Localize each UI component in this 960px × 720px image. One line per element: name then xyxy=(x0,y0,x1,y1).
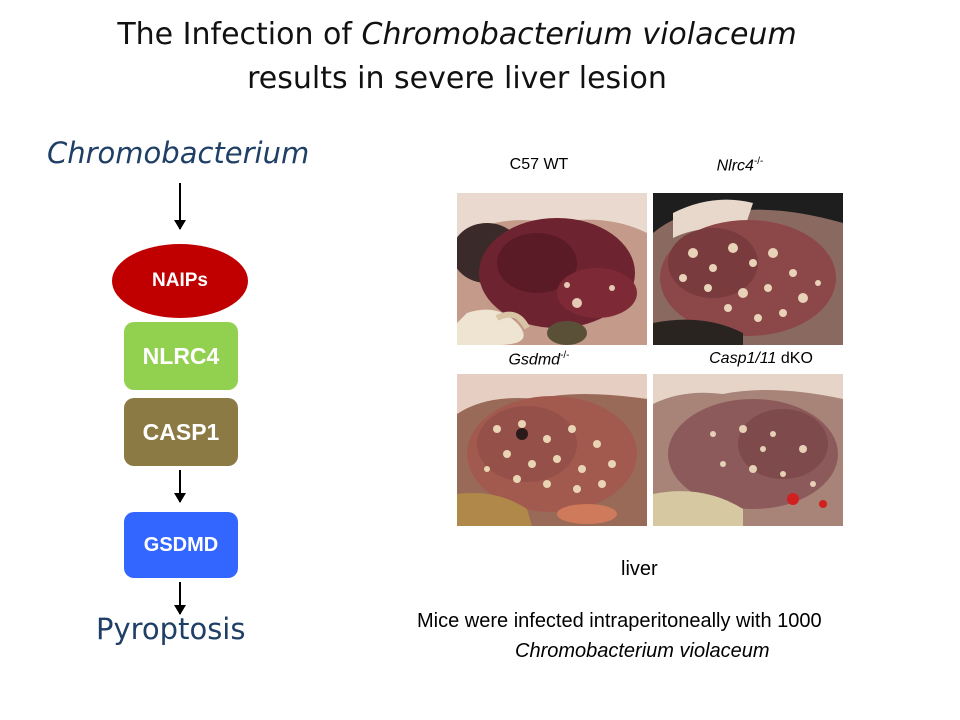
panel-label-nlrc4: Nlrc4-/- xyxy=(645,156,835,175)
footnote-line2: Chromobacterium violaceum xyxy=(515,640,770,662)
liver-photo-casp1-11-dko xyxy=(653,374,843,526)
node-naips-label: NAIPs xyxy=(152,270,208,291)
panel-label-gsdmd-gene: Gsdmd xyxy=(508,351,561,369)
arrow-to-naips xyxy=(174,183,186,230)
panel-label-gsdmd: Gsdmd-/- xyxy=(444,350,634,369)
panel-label-casp1-11-suffix: dKO xyxy=(776,350,813,367)
node-nlrc4-label: NLRC4 xyxy=(142,342,220,369)
pathway-outcome-label: Pyroptosis xyxy=(96,612,246,646)
node-gsdmd-label: GSDMD xyxy=(143,533,219,556)
panel-label-gsdmd-sup: -/- xyxy=(560,350,570,361)
panel-label-casp1-11: Casp1/11 dKO xyxy=(666,350,856,368)
panel-label-c57-wt: C57 WT xyxy=(509,156,569,173)
panel-label-casp1-11-gene: Casp1/11 xyxy=(709,350,777,367)
liver-photo-nlrc4-ko xyxy=(653,193,843,345)
arrow-to-gsdmd xyxy=(174,470,186,503)
panel-label-nlrc4-sup: -/- xyxy=(753,156,764,167)
slide-title: The Infection of Chromobacterium violace… xyxy=(0,16,914,54)
title-prefix: The Infection of xyxy=(117,17,362,52)
slide-subtitle: results in severe liver lesion xyxy=(247,61,667,96)
node-nlrc4: NLRC4 xyxy=(124,322,238,390)
liver-photo-c57-wt xyxy=(457,193,647,345)
arrow-to-pyroptosis xyxy=(174,582,186,615)
liver-photo-gsdmd-ko xyxy=(457,374,647,526)
title-species: Chromobacterium violaceum xyxy=(361,17,797,52)
panel-label-nlrc4-gene: Nlrc4 xyxy=(716,157,754,175)
node-casp1-label: CASP1 xyxy=(142,418,220,445)
node-gsdmd: GSDMD xyxy=(124,512,238,578)
footnote-line1: Mice were infected intraperitoneally wit… xyxy=(417,610,822,632)
node-naips: NAIPs xyxy=(112,244,248,318)
node-casp1: CASP1 xyxy=(124,398,238,466)
organ-label: liver xyxy=(621,558,658,580)
pathway-source-label: Chromobacterium xyxy=(47,136,310,170)
